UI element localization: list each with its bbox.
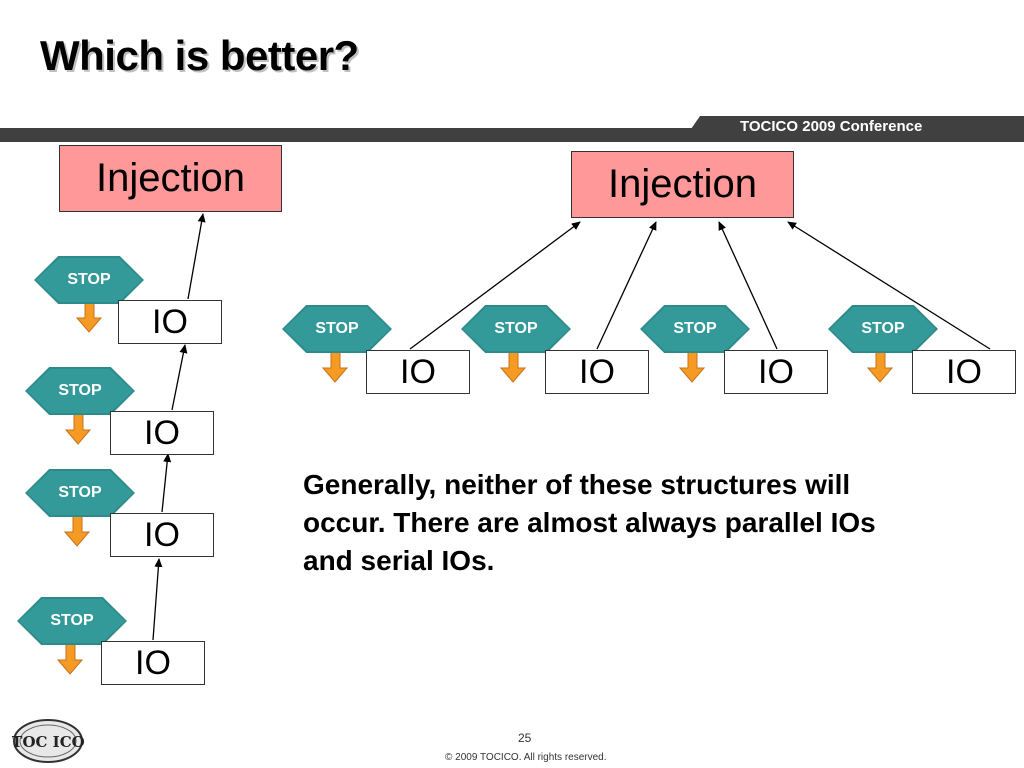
stop-label: STOP: [58, 382, 102, 399]
parallel-io-box-3: IO: [724, 350, 828, 394]
serial-stop-sign-4: STOP: [17, 597, 127, 645]
serial-stop-sign-2: STOP: [25, 367, 135, 415]
parallel-stop-sign-3: STOP: [640, 305, 750, 353]
serial-injection-box: Injection: [59, 145, 282, 212]
header-tab: [682, 116, 1024, 142]
serial-connector-1: [187, 213, 206, 300]
down-arrow-icon: [75, 301, 103, 333]
parallel-io-box-2: IO: [545, 350, 649, 394]
parallel-stop-sign-2: STOP: [461, 305, 571, 353]
parallel-connector-4: [787, 221, 991, 350]
stop-label: STOP: [861, 320, 905, 337]
serial-connector-4: [152, 558, 163, 641]
stop-label: STOP: [673, 320, 717, 337]
serial-stop-sign-1: STOP: [34, 256, 144, 304]
serial-connector-3: [161, 453, 172, 513]
tocico-logo-icon: TOC ICO: [12, 719, 84, 763]
down-arrow-icon: [321, 351, 349, 383]
parallel-injection-box: Injection: [571, 151, 794, 218]
stop-label: STOP: [50, 612, 94, 629]
down-arrow-icon: [678, 351, 706, 383]
parallel-stop-sign-4: STOP: [828, 305, 938, 353]
logo-text: TOC ICO: [12, 733, 84, 751]
serial-io-box-4: IO: [101, 641, 205, 685]
stop-label: STOP: [67, 271, 111, 288]
serial-io-box-1: IO: [118, 300, 222, 344]
serial-io-box-3: IO: [110, 513, 214, 557]
parallel-connector-2: [596, 221, 657, 350]
slide-title: Which is better?: [40, 32, 359, 79]
parallel-connector-1: [409, 221, 581, 350]
conference-label: TOCICO 2009 Conference: [740, 118, 923, 135]
copyright-notice: © 2009 TOCICO. All rights reserved.: [445, 752, 607, 763]
down-arrow-icon: [499, 351, 527, 383]
down-arrow-icon: [866, 351, 894, 383]
down-arrow-icon: [64, 413, 92, 445]
serial-io-box-2: IO: [110, 411, 214, 455]
parallel-connector-3: [718, 221, 778, 350]
stop-label: STOP: [315, 320, 359, 337]
serial-connector-2: [171, 344, 188, 411]
parallel-stop-sign-1: STOP: [282, 305, 392, 353]
stop-label: STOP: [494, 320, 538, 337]
serial-stop-sign-3: STOP: [25, 469, 135, 517]
down-arrow-icon: [56, 643, 84, 675]
page-number: 25: [518, 731, 532, 745]
explanation-note: Generally, neither of these structures w…: [303, 469, 876, 576]
stop-label: STOP: [58, 484, 102, 501]
parallel-io-box-1: IO: [366, 350, 470, 394]
parallel-io-box-4: IO: [912, 350, 1016, 394]
down-arrow-icon: [63, 515, 91, 547]
